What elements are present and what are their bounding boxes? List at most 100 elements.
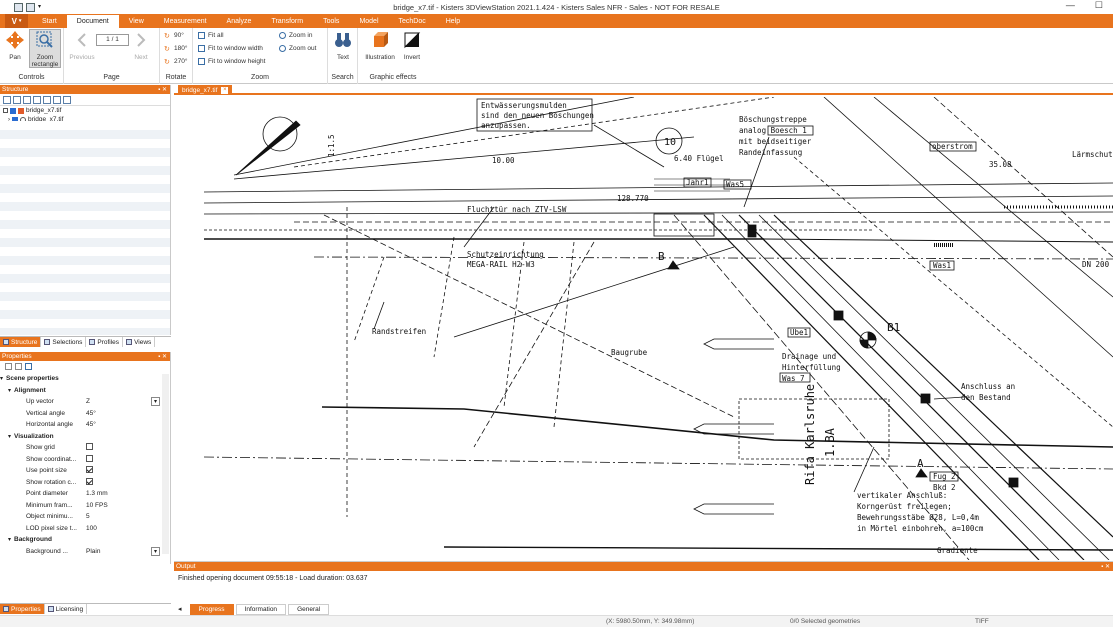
tree-node-root[interactable]: bridge_x7.tif — [0, 106, 170, 115]
selection-count: 0/0 Selected geometries — [790, 618, 861, 625]
tab-information[interactable]: Information — [235, 603, 287, 615]
tab-model[interactable]: Model — [359, 17, 379, 25]
property-checkbox[interactable] — [86, 466, 93, 474]
quick-access-dropdown-icon[interactable]: ▾ — [38, 3, 42, 10]
sort-icon[interactable] — [15, 363, 22, 370]
property-row[interactable]: Object minimu...5 — [0, 511, 170, 523]
property-row[interactable]: LOD pixel size t...100 — [0, 523, 170, 535]
property-row[interactable]: ▾Scene properties — [0, 373, 170, 385]
previous-page-button[interactable]: Previous — [66, 30, 98, 61]
text-search-button[interactable]: Text — [331, 30, 355, 61]
property-row[interactable]: Show grid — [0, 442, 170, 454]
property-value[interactable]: 10 FPS — [86, 501, 108, 509]
tab-properties[interactable]: Properties — [0, 604, 45, 614]
collapse-level-icon[interactable] — [33, 96, 41, 104]
illustration-button[interactable]: Illustration — [360, 30, 400, 61]
property-row[interactable]: Show coordinat... — [0, 454, 170, 466]
property-checkbox[interactable] — [86, 454, 93, 462]
save-icon[interactable] — [14, 2, 23, 12]
tab-analyze[interactable]: Analyze — [226, 17, 252, 25]
property-value[interactable]: Plain — [86, 547, 101, 555]
property-value[interactable]: 5 — [86, 513, 90, 521]
app-menu-button[interactable]: V▾ — [5, 14, 28, 28]
property-value[interactable]: 1.3 mm — [86, 490, 108, 498]
chevron-right-icon[interactable]: › — [8, 116, 10, 123]
tab-licensing[interactable]: Licensing — [45, 604, 88, 614]
visibility-checkbox-icon[interactable] — [12, 116, 18, 123]
tab-start[interactable]: Start — [42, 17, 57, 25]
tab-profiles[interactable]: Profiles — [86, 337, 124, 347]
property-row[interactable]: Minimum fram...10 FPS — [0, 500, 170, 512]
invert-button[interactable]: Invert — [400, 30, 424, 61]
tree-option-icon[interactable] — [63, 96, 71, 104]
expander-icon[interactable] — [3, 108, 8, 113]
collapse-icon[interactable]: ▾ — [8, 387, 12, 394]
tab-selections[interactable]: Selections — [41, 337, 87, 347]
zoom-out-button[interactable]: Zoom out — [279, 45, 316, 52]
export-icon[interactable] — [26, 2, 35, 12]
minimize-icon[interactable]: — — [1065, 0, 1075, 10]
property-row[interactable]: Show rotation c... — [0, 477, 170, 489]
property-value[interactable]: Z — [86, 398, 90, 406]
tab-view[interactable]: View — [128, 17, 144, 25]
rotate-90-button[interactable]: ↻90° — [164, 32, 184, 40]
zoom-rectangle-button[interactable]: Zoom rectangle — [29, 29, 61, 68]
visibility-checkbox-icon[interactable] — [10, 107, 16, 114]
zoom-in-button[interactable]: Zoom in — [279, 32, 312, 39]
property-row[interactable]: Use point size — [0, 465, 170, 477]
collapse-icon[interactable]: ▾ — [8, 537, 12, 544]
categorized-icon[interactable] — [5, 363, 12, 370]
properties-icon[interactable] — [25, 363, 32, 370]
tab-measurement[interactable]: Measurement — [163, 17, 207, 25]
fit-all-button[interactable]: Fit all — [198, 32, 224, 39]
panel-pin-close-icon[interactable]: ▪ ✕ — [158, 354, 167, 360]
tree-option-icon[interactable] — [53, 96, 61, 104]
property-checkbox[interactable] — [86, 443, 93, 451]
tab-progress[interactable]: Progress — [189, 603, 234, 615]
properties-scrollbar[interactable] — [162, 374, 169, 554]
property-value[interactable]: 45° — [86, 421, 96, 429]
pan-button[interactable]: Pan — [4, 30, 26, 61]
collapse-all-icon[interactable] — [13, 96, 21, 104]
property-row[interactable]: ▾Visualization — [0, 431, 170, 443]
property-row[interactable]: Background ...Plain▾ — [0, 546, 170, 558]
panel-pin-close-icon[interactable]: ▪ ✕ — [1101, 564, 1110, 570]
panel-pin-close-icon[interactable]: ▪ ✕ — [158, 87, 167, 93]
tab-transform[interactable]: Transform — [271, 17, 304, 25]
property-value[interactable]: 100 — [86, 524, 97, 532]
property-row[interactable]: ▾Alignment — [0, 385, 170, 397]
fit-width-button[interactable]: Fit to window width — [198, 45, 263, 52]
chevron-down-icon[interactable]: ▾ — [151, 546, 160, 556]
chevron-down-icon[interactable]: ▾ — [151, 397, 160, 407]
rotate-180-button[interactable]: ↻180° — [164, 45, 187, 53]
tab-techdoc[interactable]: TechDoc — [398, 17, 426, 25]
expand-all-icon[interactable] — [3, 96, 11, 104]
property-row[interactable]: ▾Background — [0, 534, 170, 546]
drawing-label-boeschung-1: Böschungstreppe — [739, 115, 807, 124]
close-icon[interactable]: × — [221, 86, 229, 94]
tab-help[interactable]: Help — [445, 17, 461, 25]
collapse-icon[interactable]: ▾ — [8, 433, 12, 440]
tab-tools[interactable]: Tools — [323, 17, 340, 25]
tab-general[interactable]: General — [288, 603, 330, 615]
collapse-icon[interactable]: ▾ — [0, 376, 4, 383]
scroll-left-icon[interactable]: ◂ — [178, 606, 182, 613]
rotate-270-button[interactable]: ↻270° — [164, 58, 187, 66]
property-value[interactable]: 45° — [86, 409, 96, 417]
maximize-icon[interactable]: ☐ — [1094, 0, 1103, 10]
expand-level-icon[interactable] — [23, 96, 31, 104]
fit-height-button[interactable]: Fit to window height — [198, 58, 265, 65]
next-page-button[interactable]: Next — [128, 30, 154, 61]
tab-document[interactable]: Document — [66, 15, 119, 28]
tab-structure[interactable]: Structure — [0, 337, 42, 347]
tab-views[interactable]: Views — [123, 337, 156, 347]
document-tab[interactable]: bridge_x7.tif× — [178, 85, 233, 95]
drawing-viewport[interactable]: Entwässerungsmulden sind den neuen Bösch… — [174, 97, 1113, 560]
property-checkbox[interactable] — [86, 477, 93, 485]
page-number-input[interactable]: 1 / 1 — [96, 34, 129, 46]
tree-option-icon[interactable] — [43, 96, 51, 104]
